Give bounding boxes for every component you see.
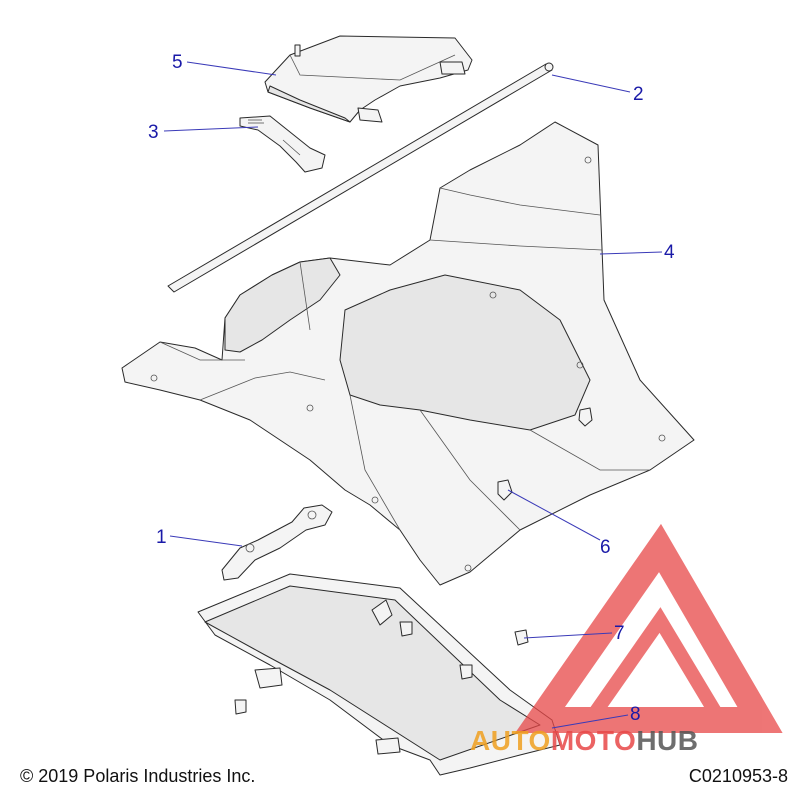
part-7-fasteners bbox=[234, 621, 529, 715]
leader-3 bbox=[163, 126, 259, 132]
automotohub-watermark-text: AUTOMOTOHUB bbox=[470, 725, 698, 756]
wm-moto: MOTO bbox=[551, 725, 636, 756]
leader-2 bbox=[551, 74, 631, 93]
callout-labels: 1 2 3 4 5 6 7 8 bbox=[148, 52, 675, 725]
leader-4 bbox=[599, 251, 663, 255]
part-6-rivets bbox=[497, 407, 593, 501]
leader-5 bbox=[186, 61, 277, 76]
callout-4: 4 bbox=[664, 242, 675, 263]
leader-8 bbox=[551, 714, 629, 729]
part-3-strap bbox=[239, 115, 326, 173]
part-1-bracket bbox=[221, 504, 333, 581]
callout-7: 7 bbox=[614, 623, 625, 644]
callout-3: 3 bbox=[148, 122, 159, 143]
callout-5: 5 bbox=[172, 52, 183, 73]
automotohub-watermark-logo bbox=[515, 523, 783, 733]
part-8-splash-guard bbox=[197, 573, 561, 776]
part-4-inner-fender bbox=[121, 121, 695, 586]
leader-1 bbox=[169, 535, 243, 547]
wm-auto: AUTO bbox=[470, 725, 551, 756]
svg-text:AUTOMOTOHUB: AUTOMOTOHUB bbox=[470, 725, 698, 756]
callout-2: 2 bbox=[633, 84, 644, 105]
part-5-cover bbox=[264, 35, 473, 123]
diagram-code: C0210953-8 bbox=[688, 766, 788, 786]
leader-6 bbox=[507, 489, 601, 541]
callout-1: 1 bbox=[156, 527, 167, 548]
callout-6: 6 bbox=[600, 537, 611, 558]
part-2-rod bbox=[167, 62, 554, 293]
copyright-text: © 2019 Polaris Industries Inc. bbox=[20, 766, 256, 786]
wm-hub: HUB bbox=[636, 725, 698, 756]
leader-7 bbox=[523, 632, 613, 639]
callout-8: 8 bbox=[630, 704, 641, 725]
leader-lines bbox=[163, 61, 663, 729]
